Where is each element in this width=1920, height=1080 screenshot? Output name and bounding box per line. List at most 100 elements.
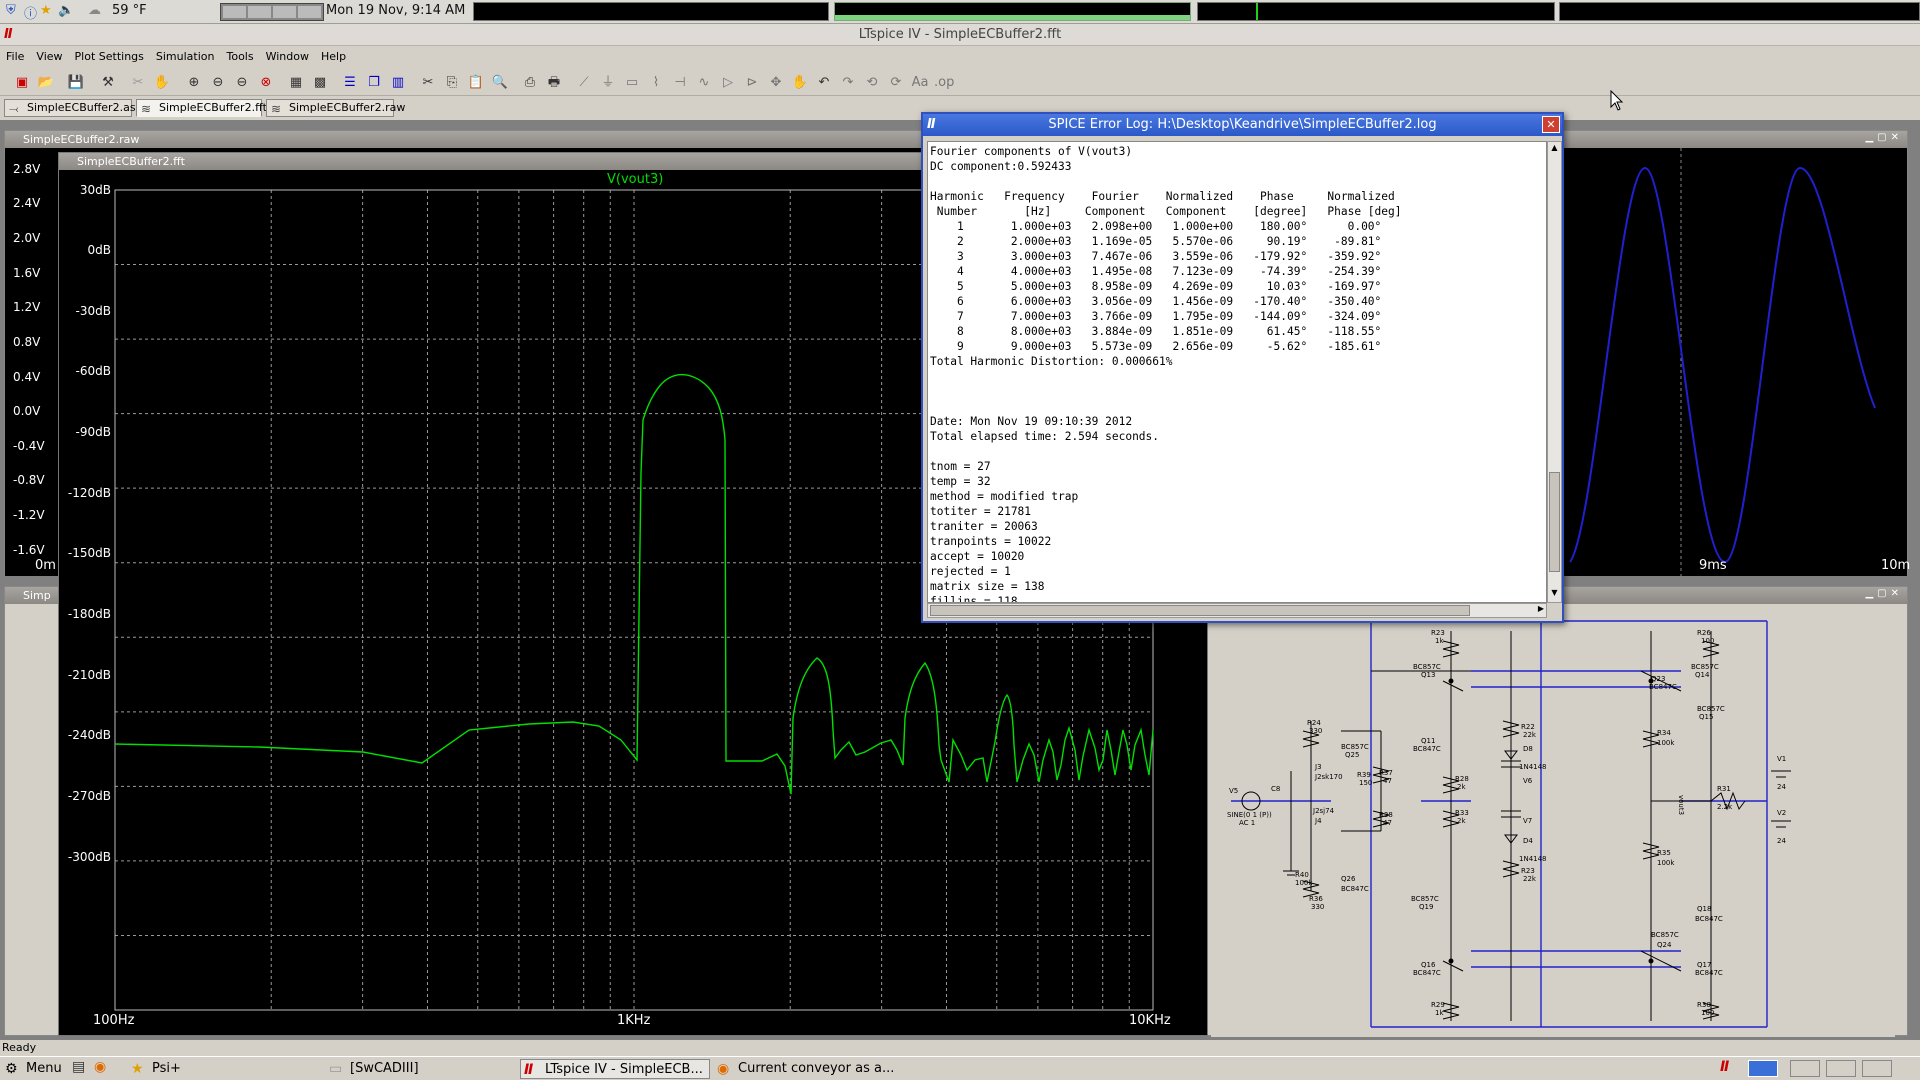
workspace-switcher[interactable] xyxy=(220,3,324,21)
tab-schematic[interactable]: ⤙SimpleECBuffer2.asc xyxy=(4,99,142,117)
taskbar-menu-button[interactable]: ⚙Menu xyxy=(5,1061,62,1077)
clock[interactable]: Mon 19 Nov, 9:14 AM xyxy=(326,3,466,18)
desktop-pager-1[interactable] xyxy=(1790,1060,1820,1077)
find-icon[interactable]: 🔍 xyxy=(491,75,509,90)
taskbar-psi[interactable]: ★Psi+ xyxy=(131,1061,181,1077)
component-icon[interactable]: ⊳ xyxy=(746,75,758,90)
menu-file[interactable]: File xyxy=(6,50,25,63)
workspace-1[interactable] xyxy=(223,6,246,18)
schematic-window-controls[interactable]: ▁▢✕ xyxy=(1865,588,1903,599)
zoom-in-icon[interactable]: ⊕ xyxy=(188,75,200,90)
svg-text:330: 330 xyxy=(1311,903,1324,911)
tile-horizontal-icon[interactable]: ☰ xyxy=(344,75,356,90)
system-top-bar: ⛨ ⓘ ★ 🔈 ☁ 59 °F Mon 19 Nov, 9:14 AM xyxy=(0,0,1920,24)
autorange-icon[interactable]: ▦ xyxy=(289,75,303,90)
mirror-icon[interactable]: ⟳ xyxy=(890,75,902,90)
capacitor-icon[interactable]: ⊣ xyxy=(674,75,686,90)
taskbar-firefox[interactable]: ◉Current conveyor as a... xyxy=(717,1061,895,1077)
menu-simulation[interactable]: Simulation xyxy=(155,50,215,63)
undo-icon[interactable]: ↶ xyxy=(818,75,830,90)
vertical-scroll-thumb[interactable] xyxy=(1549,472,1560,572)
menu-view[interactable]: View xyxy=(36,50,63,63)
close-icon[interactable]: ✕ xyxy=(1542,116,1560,133)
svg-text:100: 100 xyxy=(1701,1009,1714,1017)
zoom-pan-icon[interactable]: ⊖ xyxy=(212,75,224,90)
redo-icon[interactable]: ↷ xyxy=(842,75,854,90)
svg-text:J2sk170: J2sk170 xyxy=(1314,773,1343,781)
scroll-up-icon[interactable]: ▲ xyxy=(1551,143,1558,152)
svg-text:D8: D8 xyxy=(1523,745,1533,753)
shield-icon[interactable]: ⛨ xyxy=(6,3,16,18)
terminal-icon[interactable]: ▤ xyxy=(72,1059,86,1075)
rotate-icon[interactable]: ⟲ xyxy=(866,75,878,90)
scroll-down-icon[interactable]: ▼ xyxy=(1551,588,1558,597)
window-title-bar[interactable]: Ⅱ LTspice IV - SimpleECBuffer2.fft xyxy=(0,24,1920,46)
ground-icon[interactable]: ⏚ xyxy=(601,75,615,90)
svg-text:R33: R33 xyxy=(1455,809,1469,817)
desktop-pager-3[interactable] xyxy=(1862,1060,1892,1077)
menu-help[interactable]: Help xyxy=(320,50,347,63)
resistor-icon[interactable]: ⌇ xyxy=(652,75,660,90)
halt-icon[interactable]: ✋ xyxy=(153,75,171,90)
copy-icon[interactable]: ⎘ xyxy=(446,75,458,90)
cascade-icon[interactable]: ❐ xyxy=(368,75,380,90)
fft-ytick: -270dB xyxy=(67,789,111,803)
scroll-right-icon[interactable]: ▶ xyxy=(1537,604,1544,613)
weather-temperature: 59 °F xyxy=(112,3,147,18)
svg-text:R34: R34 xyxy=(1657,729,1671,737)
star-icon[interactable]: ★ xyxy=(40,3,52,18)
workspace-2[interactable] xyxy=(248,6,271,18)
new-schematic-icon[interactable]: ▣ xyxy=(15,75,29,90)
diode-icon[interactable]: ▷ xyxy=(723,75,733,90)
svg-text:R30: R30 xyxy=(1697,1001,1711,1009)
tab-raw[interactable]: ≋SimpleECBuffer2.raw xyxy=(266,99,405,117)
gear-icon: ⚙ xyxy=(5,1061,18,1077)
error-log-horizontal-scrollbar[interactable]: ▶ xyxy=(927,603,1547,618)
ltspice-tray-icon[interactable]: Ⅱ xyxy=(1720,1059,1730,1075)
info-icon[interactable]: ⓘ xyxy=(24,7,38,22)
raw-ytick: -1.2V xyxy=(13,508,45,522)
document-tabs: ⤙SimpleECBuffer2.asc ≋SimpleECBuffer2.ff… xyxy=(0,98,1920,118)
menu-window[interactable]: Window xyxy=(265,50,309,63)
open-icon[interactable]: 📂 xyxy=(37,75,55,90)
grid-icon[interactable]: ▩ xyxy=(313,75,327,90)
cut-icon[interactable]: ✂ xyxy=(422,75,434,90)
inductor-icon[interactable]: ∿ xyxy=(698,75,710,90)
error-log-title-bar[interactable]: Ⅱ SPICE Error Log: H:\Desktop\Keandrive\… xyxy=(923,114,1562,136)
run-icon[interactable]: ✂ xyxy=(132,75,144,90)
drag-icon[interactable]: ✋ xyxy=(791,75,809,90)
workspace-3[interactable] xyxy=(273,6,296,18)
menu-plot-settings[interactable]: Plot Settings xyxy=(74,50,144,63)
zoom-out-icon[interactable]: ⊖ xyxy=(236,75,248,90)
paste-icon[interactable]: 📋 xyxy=(467,75,485,90)
workspace-4[interactable] xyxy=(298,6,321,18)
spice-error-log-dialog[interactable]: Ⅱ SPICE Error Log: H:\Desktop\Keandrive\… xyxy=(921,112,1564,623)
raw-window-controls[interactable]: ▁▢✕ xyxy=(1865,132,1903,143)
print-icon[interactable]: 🖶 xyxy=(547,75,561,90)
tab-fft[interactable]: ≋SimpleECBuffer2.fft xyxy=(136,99,267,117)
wire-icon[interactable]: ⟋ xyxy=(579,75,589,90)
save-icon[interactable]: 💾 xyxy=(67,75,85,90)
firefox-icon[interactable]: ◉ xyxy=(94,1059,107,1075)
show-desktop-icon[interactable] xyxy=(1748,1060,1778,1077)
volume-icon[interactable]: 🔈 xyxy=(58,3,75,18)
error-log-vertical-scrollbar[interactable]: ▲ ▼ xyxy=(1547,141,1562,603)
taskbar-swcadiii[interactable]: ▭[SwCADIII] xyxy=(329,1061,419,1077)
menu-tools[interactable]: Tools xyxy=(226,50,254,63)
fft-window-title[interactable]: SimpleECBuffer2.fft xyxy=(59,153,1207,170)
print-setup-icon[interactable]: ⎙ xyxy=(524,75,536,90)
status-text: Ready xyxy=(2,1041,37,1054)
label-net-icon[interactable]: ▭ xyxy=(625,75,639,90)
move-icon[interactable]: ✥ xyxy=(770,75,782,90)
tile-vertical-icon[interactable]: ▥ xyxy=(391,75,405,90)
trace-label[interactable]: V(vout3) xyxy=(607,172,664,187)
zoom-fit-icon[interactable]: ⊗ xyxy=(260,75,272,90)
desktop-pager-2[interactable] xyxy=(1826,1060,1856,1077)
control-panel-icon[interactable]: ⚒ xyxy=(102,75,114,90)
text-icon[interactable]: Aa xyxy=(911,75,929,90)
horizontal-scroll-thumb[interactable] xyxy=(930,605,1470,616)
spice-directive-icon[interactable]: .op xyxy=(934,75,955,90)
error-log-text[interactable]: Fourier components of V(vout3) DC compon… xyxy=(927,141,1547,603)
